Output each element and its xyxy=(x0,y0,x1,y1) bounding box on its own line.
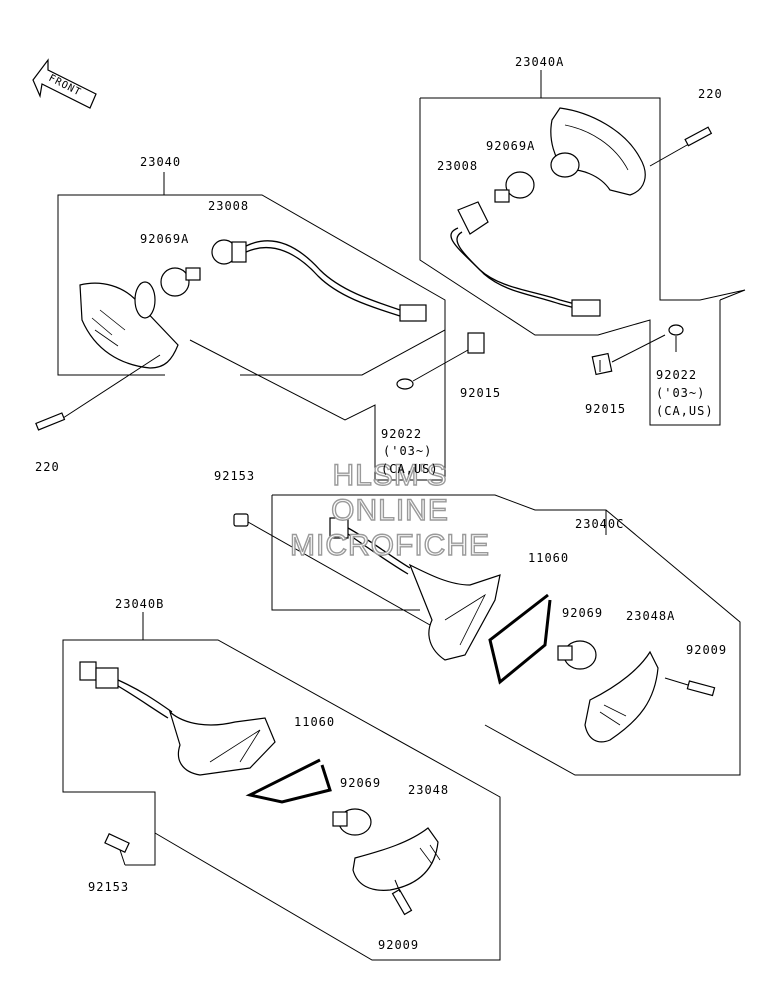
label-23040: 23040 xyxy=(140,155,181,169)
label-11060-right: 11060 xyxy=(528,551,569,565)
socket-23008-left xyxy=(211,239,427,322)
connector-23040C xyxy=(329,517,411,575)
socket-23008-right xyxy=(450,201,601,317)
label-92069-right: 92069 xyxy=(562,606,603,620)
gasket-11060-right xyxy=(488,593,552,685)
label-23040C: 23040C xyxy=(575,517,624,531)
label-92153-bottom: 92153 xyxy=(88,880,129,894)
assembly-23040 xyxy=(35,172,485,481)
label-ca-us-right: (CA,US) xyxy=(656,404,714,418)
bulb-92069A-left xyxy=(160,267,201,297)
lens-23048 xyxy=(352,827,439,891)
label-23008-left: 23008 xyxy=(208,199,249,213)
label-23048A: 23048A xyxy=(626,609,675,623)
label-23048: 23048 xyxy=(408,783,449,797)
watermark-line-1: HLSM'S xyxy=(332,459,447,492)
bulb-92069A-right xyxy=(494,171,535,203)
label-03-right: ('03~) xyxy=(656,386,705,400)
label-220-left: 220 xyxy=(35,460,60,474)
assembly-23040C xyxy=(233,494,741,776)
washer-92022-mid xyxy=(396,378,414,390)
housing-23040C xyxy=(408,563,501,661)
screw-92009-bottom xyxy=(391,879,413,916)
label-23040B: 23040B xyxy=(115,597,164,611)
label-92015-mid: 92015 xyxy=(460,386,501,400)
part-labels: 23040A 220 92069A 23008 23040 23008 9206… xyxy=(35,55,727,952)
turn-signal-housing-23040A xyxy=(550,107,646,196)
watermark-line-3: MICROFICHE xyxy=(290,529,490,562)
label-11060-left: 11060 xyxy=(294,715,335,729)
watermark: HLSM'S ONLINE MICROFICHE xyxy=(289,458,490,562)
washer-92022-right xyxy=(668,324,684,336)
bulb-92069-right xyxy=(557,640,597,670)
connector-23040B xyxy=(79,661,173,719)
screw-220-left xyxy=(35,354,161,431)
bolt-92153-bottom xyxy=(104,833,130,866)
gasket-11060-left xyxy=(245,758,332,804)
screw-92009-right xyxy=(664,677,716,697)
assembly-23040A xyxy=(419,70,746,426)
bulb-92069-left xyxy=(332,808,372,836)
screw-220-top xyxy=(649,126,713,167)
housing-23040B xyxy=(168,710,276,776)
lens-23040 xyxy=(79,282,179,369)
label-23040A: 23040A xyxy=(515,55,564,69)
front-arrow-icon: FRONT xyxy=(32,58,97,109)
label-92022-right: 92022 xyxy=(656,368,697,382)
assembly-23040B xyxy=(62,612,501,961)
label-92009-right: 92009 xyxy=(686,643,727,657)
label-92015-right: 92015 xyxy=(585,402,626,416)
label-23008-right: 23008 xyxy=(437,159,478,173)
bolt-92153-top xyxy=(233,513,431,626)
label-92153-top: 92153 xyxy=(214,469,255,483)
lens-23048A xyxy=(584,650,659,743)
label-ca-us-mid: (CA,US) xyxy=(381,462,439,476)
label-03-mid: ('03~) xyxy=(383,444,432,458)
label-92022-mid: 92022 xyxy=(381,427,422,441)
label-92069A-left: 92069A xyxy=(140,232,189,246)
clip-92015-mid xyxy=(467,332,485,354)
clip-92015-right xyxy=(591,334,666,376)
label-92069-left: 92069 xyxy=(340,776,381,790)
watermark-line-2: ONLINE xyxy=(331,494,449,527)
label-92069A-right: 92069A xyxy=(486,139,535,153)
label-220-top: 220 xyxy=(698,87,723,101)
label-92009-bottom: 92009 xyxy=(378,938,419,952)
